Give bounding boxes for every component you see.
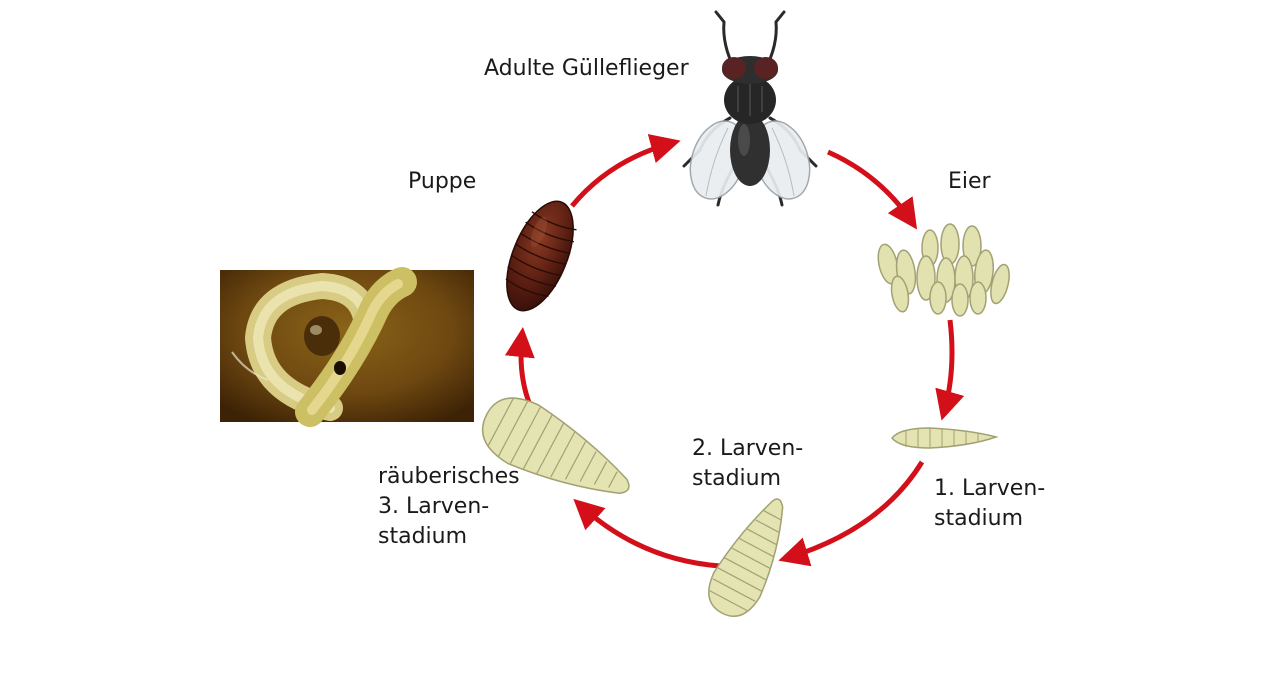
label-eggs: Eier: [948, 169, 991, 194]
arrow-larva3-to-pupa: [504, 327, 535, 406]
label-larva-stage-1-line1: 1. Larven-: [934, 476, 1046, 501]
pupa-illustration: [505, 200, 577, 312]
label-adult-fly: Adulte Gülleflieger: [484, 56, 689, 81]
label-larva-stage-3-line1: räuberisches: [378, 464, 520, 489]
label-larva-stage-2: 2. Larven- stadium: [692, 434, 803, 494]
label-larva-stage-2-line1: 2. Larven-: [692, 436, 804, 461]
label-pupa: Puppe: [408, 169, 477, 194]
adult-fly-illustration: [682, 10, 818, 207]
larva-stage-3-illustration: [481, 397, 630, 494]
arrow-eggs-to-larva1: [935, 319, 965, 421]
label-larva-stage-2-line2: stadium: [692, 466, 782, 491]
label-larva-stage-3-line3: stadium: [378, 524, 468, 549]
larva-stage-1-illustration: [891, 427, 999, 449]
arrow-adult-to-eggs: [826, 149, 918, 230]
label-larva-stage-3: räuberisches 3. Larven- stadium: [378, 462, 520, 552]
label-larva-stage-1: 1. Larven- stadium: [934, 474, 1045, 534]
arrow-pupa-to-adult: [570, 134, 681, 208]
larvae-photo: [220, 267, 474, 427]
larva-stage-2-illustration: [708, 498, 784, 617]
label-larva-stage-3-line2: 3. Larven-: [378, 494, 490, 519]
arrow-larva1-to-larva2: [778, 460, 925, 567]
label-larva-stage-1-line2: stadium: [934, 506, 1024, 531]
cycle-arrows: [504, 134, 965, 569]
arrow-larva2-to-larva3: [573, 498, 721, 569]
eggs-illustration: [877, 223, 1010, 317]
